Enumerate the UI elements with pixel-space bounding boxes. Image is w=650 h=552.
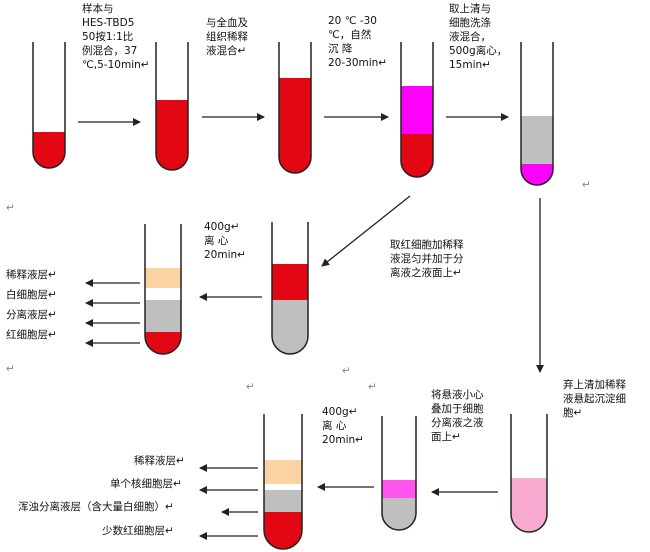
tube-3: [278, 42, 312, 174]
tube-10: [510, 414, 548, 533]
step-label-6: 取红细胞加稀释 液混匀并加于分 离液之液面上↵: [390, 239, 464, 279]
step-label-2: 与全血及 组织稀释 液混合↵: [206, 17, 248, 57]
arrow-4-7: [321, 195, 411, 267]
tube-1: [32, 42, 66, 169]
return-mark: ↵: [246, 381, 255, 393]
layer-label-1-3: 分离液层↵: [6, 309, 57, 321]
layer-label-2-4: 少数红细胞层↵: [102, 525, 174, 537]
return-mark: ↵: [368, 381, 377, 393]
step-label-3: 20 ℃ -30 ℃，自然 沉 降 20-30min↵: [328, 15, 388, 69]
tube-7: [271, 222, 309, 355]
layer-label-2-3: 浑浊分离液层（含大量白细胞）↵: [18, 501, 174, 513]
layer-label-1-4: 红细胞层↵: [6, 329, 57, 341]
layer-label-2-1: 稀释液层↵: [134, 455, 185, 467]
step-label-1: 样本与 HES-TBD5 50按1:1比 例混合，37 ℃,5-10min↵: [82, 3, 150, 71]
return-mark: ↵: [6, 202, 15, 214]
tube-9: [381, 416, 417, 531]
tube-6: [144, 224, 182, 355]
layer-label-1-1: 稀释液层↵: [6, 269, 57, 281]
step-label-7: 弃上清加稀释 液悬起沉淀细 胞↵: [563, 379, 626, 419]
step-label-9: 400g↵ 离 心 20min↵: [322, 406, 364, 446]
tube-2: [155, 42, 189, 171]
step-label-8: 将悬液小心 叠加于细胞 分离液之液 面上↵: [431, 389, 484, 443]
step-label-5: 400g↵ 离 心 20min↵: [204, 221, 246, 261]
tube-8: [263, 414, 303, 550]
layer-label-1-2: 白细胞层↵: [6, 289, 57, 301]
layer-label-2-2: 单个核细胞层↵: [110, 478, 182, 490]
step-label-4: 取上清与 细胞洗涤 液混合， 500g离心， 15min↵: [449, 3, 508, 71]
return-mark: ↵: [582, 179, 591, 191]
return-mark: ↵: [6, 363, 15, 375]
tube-5: [520, 42, 554, 186]
tube-4: [400, 42, 434, 178]
return-mark: ↵: [342, 365, 351, 377]
